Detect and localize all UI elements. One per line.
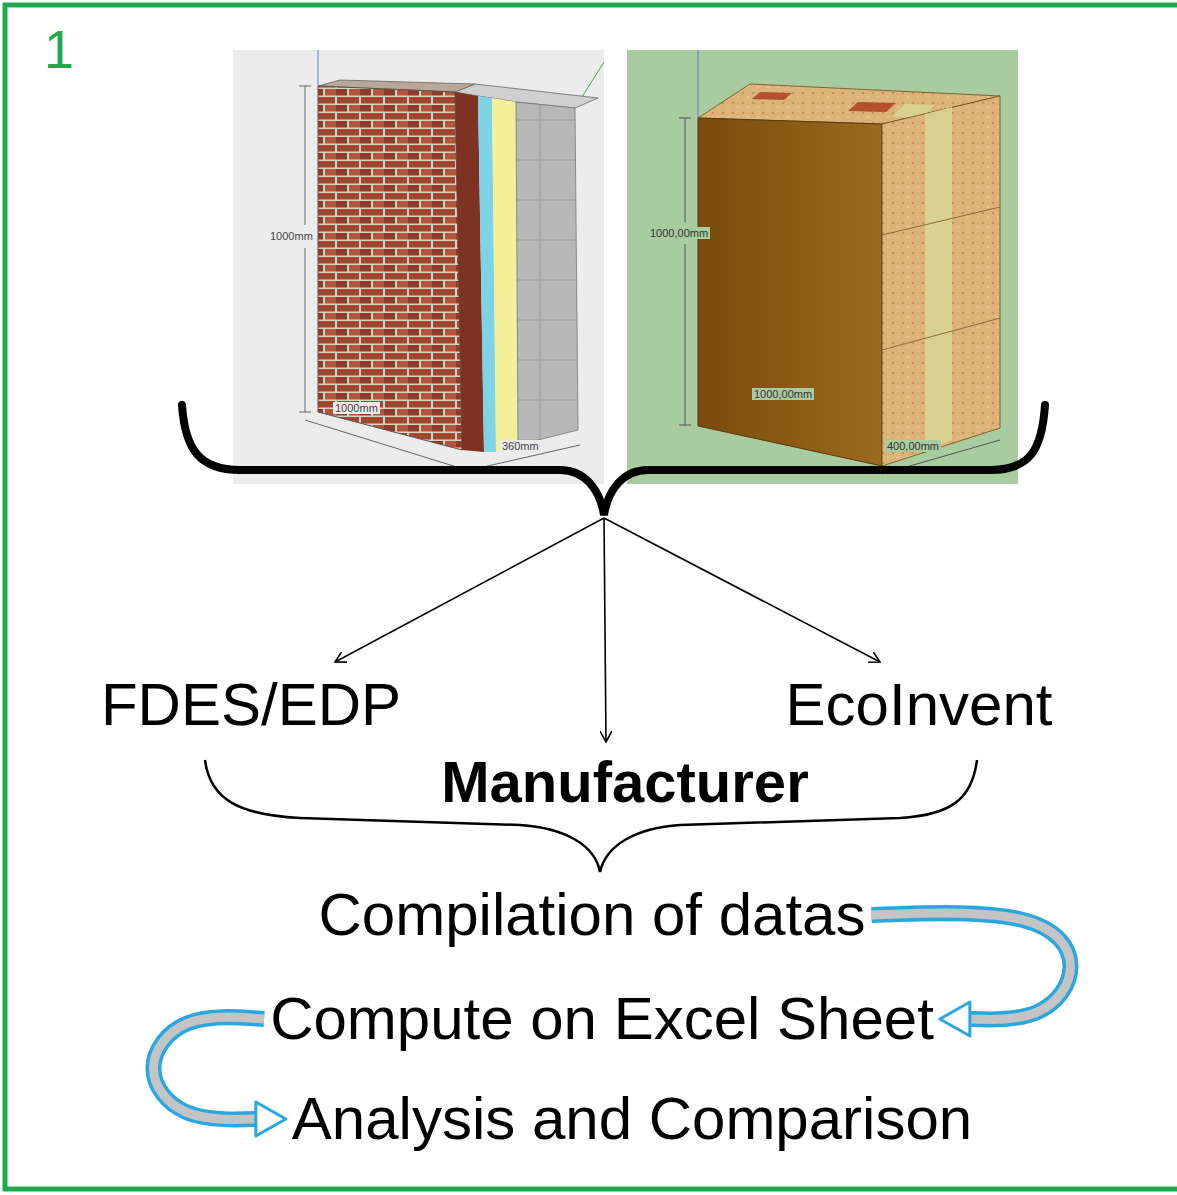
step-text: FDES/EDP <box>101 672 401 738</box>
step-text: Compute on Excel Sheet <box>270 986 934 1052</box>
text-node: Compute on Excel Sheet <box>270 986 934 1052</box>
arrow-head <box>256 1102 286 1136</box>
flow-arrow <box>153 1017 285 1136</box>
arrow-outline <box>153 1017 264 1119</box>
dimension-label: 1000mm <box>268 230 315 242</box>
arrow-head <box>940 1002 970 1036</box>
dimension-label: 400,00mm <box>885 440 941 452</box>
step-text: EcoInvent <box>786 672 1053 738</box>
dimension-label: 1000,00mm <box>752 388 814 400</box>
grouping-bracket <box>182 405 1045 515</box>
text-node: FDES/EDP <box>101 672 401 738</box>
step-text: Compilation of datas <box>319 882 866 948</box>
panel-number: 1 <box>44 20 74 79</box>
dimension-label: 1000,00mm <box>648 227 710 239</box>
arrow-body <box>153 1017 264 1119</box>
dimension-label: 360mm <box>500 440 541 452</box>
text-node: Analysis and Comparison <box>292 1086 972 1152</box>
step-text: Manufacturer <box>441 750 808 814</box>
text-node: EcoInvent <box>786 672 1053 738</box>
frame <box>5 5 1177 1189</box>
dimension-label: 1000mm <box>333 402 380 414</box>
text-node: Compilation of datas <box>319 882 866 948</box>
brick-wall-illustration <box>233 50 604 484</box>
step-text: Analysis and Comparison <box>292 1086 972 1152</box>
text-node: Manufacturer <box>441 750 808 814</box>
cork-panel-illustration <box>627 50 1018 484</box>
